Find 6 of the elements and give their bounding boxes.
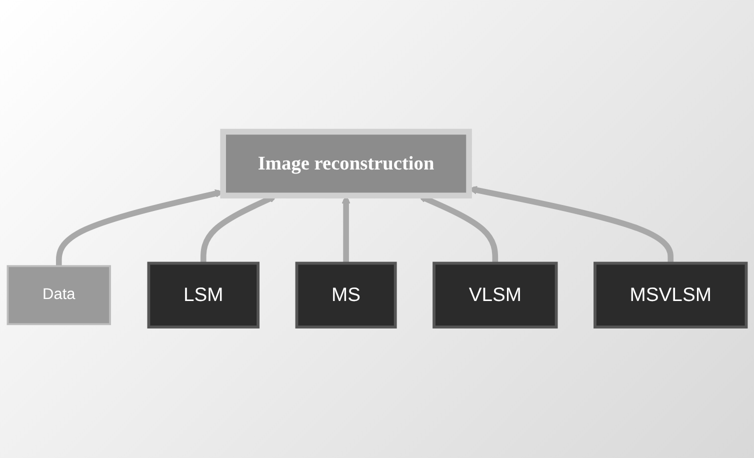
node-box: Data — [6, 264, 111, 325]
node-box: MSVLSM — [594, 261, 748, 328]
node-box: VLSM — [432, 261, 558, 328]
node-box: MS — [295, 261, 397, 328]
node-box: Image reconstruction — [220, 128, 472, 198]
node-box: LSM — [147, 261, 260, 328]
